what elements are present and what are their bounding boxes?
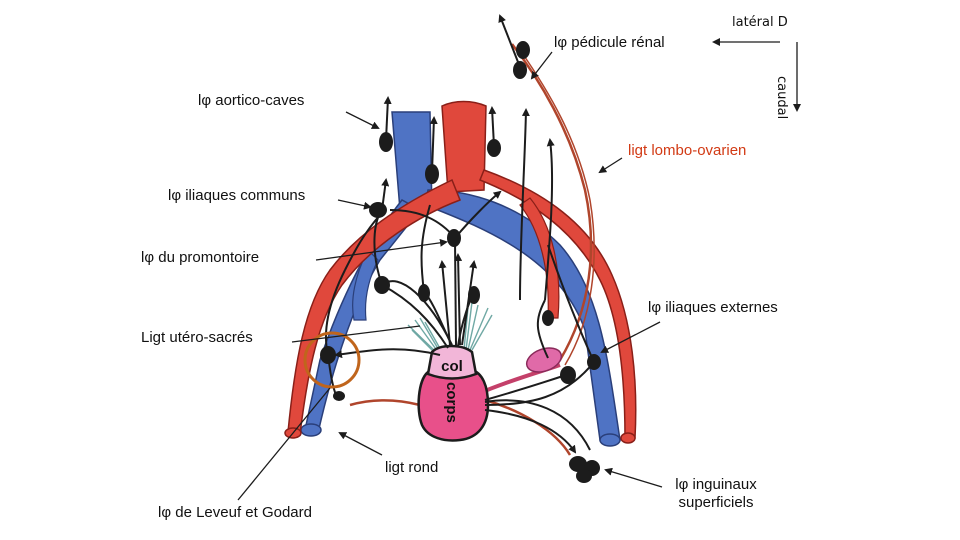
right-internal-iliac-vein xyxy=(352,248,379,321)
lombo-ovarian-ligament-2 xyxy=(519,49,595,366)
label-promontoire: lφ du promontoire xyxy=(141,249,260,266)
label-aortico-caves: lφ aortico-caves xyxy=(198,92,305,109)
uterus-body xyxy=(417,368,490,442)
lymph-node xyxy=(333,391,345,401)
lymph-node xyxy=(447,229,461,247)
label-utero-sacres: Ligt utéro-sacrés xyxy=(141,329,253,346)
lymph-node xyxy=(425,164,439,184)
uterus-neck-label: col xyxy=(441,358,463,375)
label-ligt-rond: ligt rond xyxy=(385,459,439,476)
lymph-node xyxy=(576,469,592,483)
label-lombo-ovarien: ligt lombo-ovarien xyxy=(628,142,747,159)
lymph-node xyxy=(542,310,554,326)
highlight-ring xyxy=(303,331,361,389)
left-vein-end xyxy=(599,433,621,447)
label-pedicule-renal: lφ pédicule rénal xyxy=(554,34,665,51)
label-inguinaux-line2: superficiels xyxy=(678,494,754,511)
lymph-node xyxy=(587,354,601,370)
lymph-node xyxy=(516,41,530,59)
left-internal-iliac-artery xyxy=(519,197,560,319)
lymph-node xyxy=(487,139,501,157)
label-inguinaux-line1: lφ inguinaux xyxy=(675,476,757,493)
lymph-node xyxy=(569,456,587,472)
lymph-node xyxy=(468,286,480,304)
left-artery-end xyxy=(620,432,636,444)
arterial-system xyxy=(284,100,637,444)
lymph-node xyxy=(379,132,393,152)
round-ligament-right xyxy=(349,399,421,407)
lymph-node xyxy=(374,276,390,294)
label-iliaques-communs: lφ iliaques communs xyxy=(168,187,306,204)
leader-lines xyxy=(237,38,801,501)
lymph-node xyxy=(320,346,336,364)
lymph-nodes xyxy=(320,41,601,483)
lymph-node xyxy=(369,202,387,218)
label-inguinaux: lφ inguinaux superficiels xyxy=(662,476,770,512)
utero-sacral-ligaments xyxy=(407,301,493,353)
lombo-ovarian-ligament xyxy=(511,43,593,361)
orientation-lateral-label: latéral D xyxy=(732,15,788,30)
ovary xyxy=(525,347,563,373)
round-ligament-left xyxy=(484,398,572,456)
orientation-caudal-label: caudal xyxy=(774,76,789,120)
label-leveuf-godard: lφ de Leveuf et Godard xyxy=(158,504,312,521)
lymph-node xyxy=(513,61,527,79)
uterus: col corps xyxy=(417,344,490,442)
aorta xyxy=(441,100,487,193)
lymphatic-vessels xyxy=(325,14,595,454)
lymph-node xyxy=(418,284,430,302)
right-vein-end xyxy=(300,423,322,437)
lymph-node xyxy=(560,366,576,384)
label-iliaques-externes: lφ iliaques externes xyxy=(648,299,778,316)
uterus-body-label: corps xyxy=(443,382,460,423)
